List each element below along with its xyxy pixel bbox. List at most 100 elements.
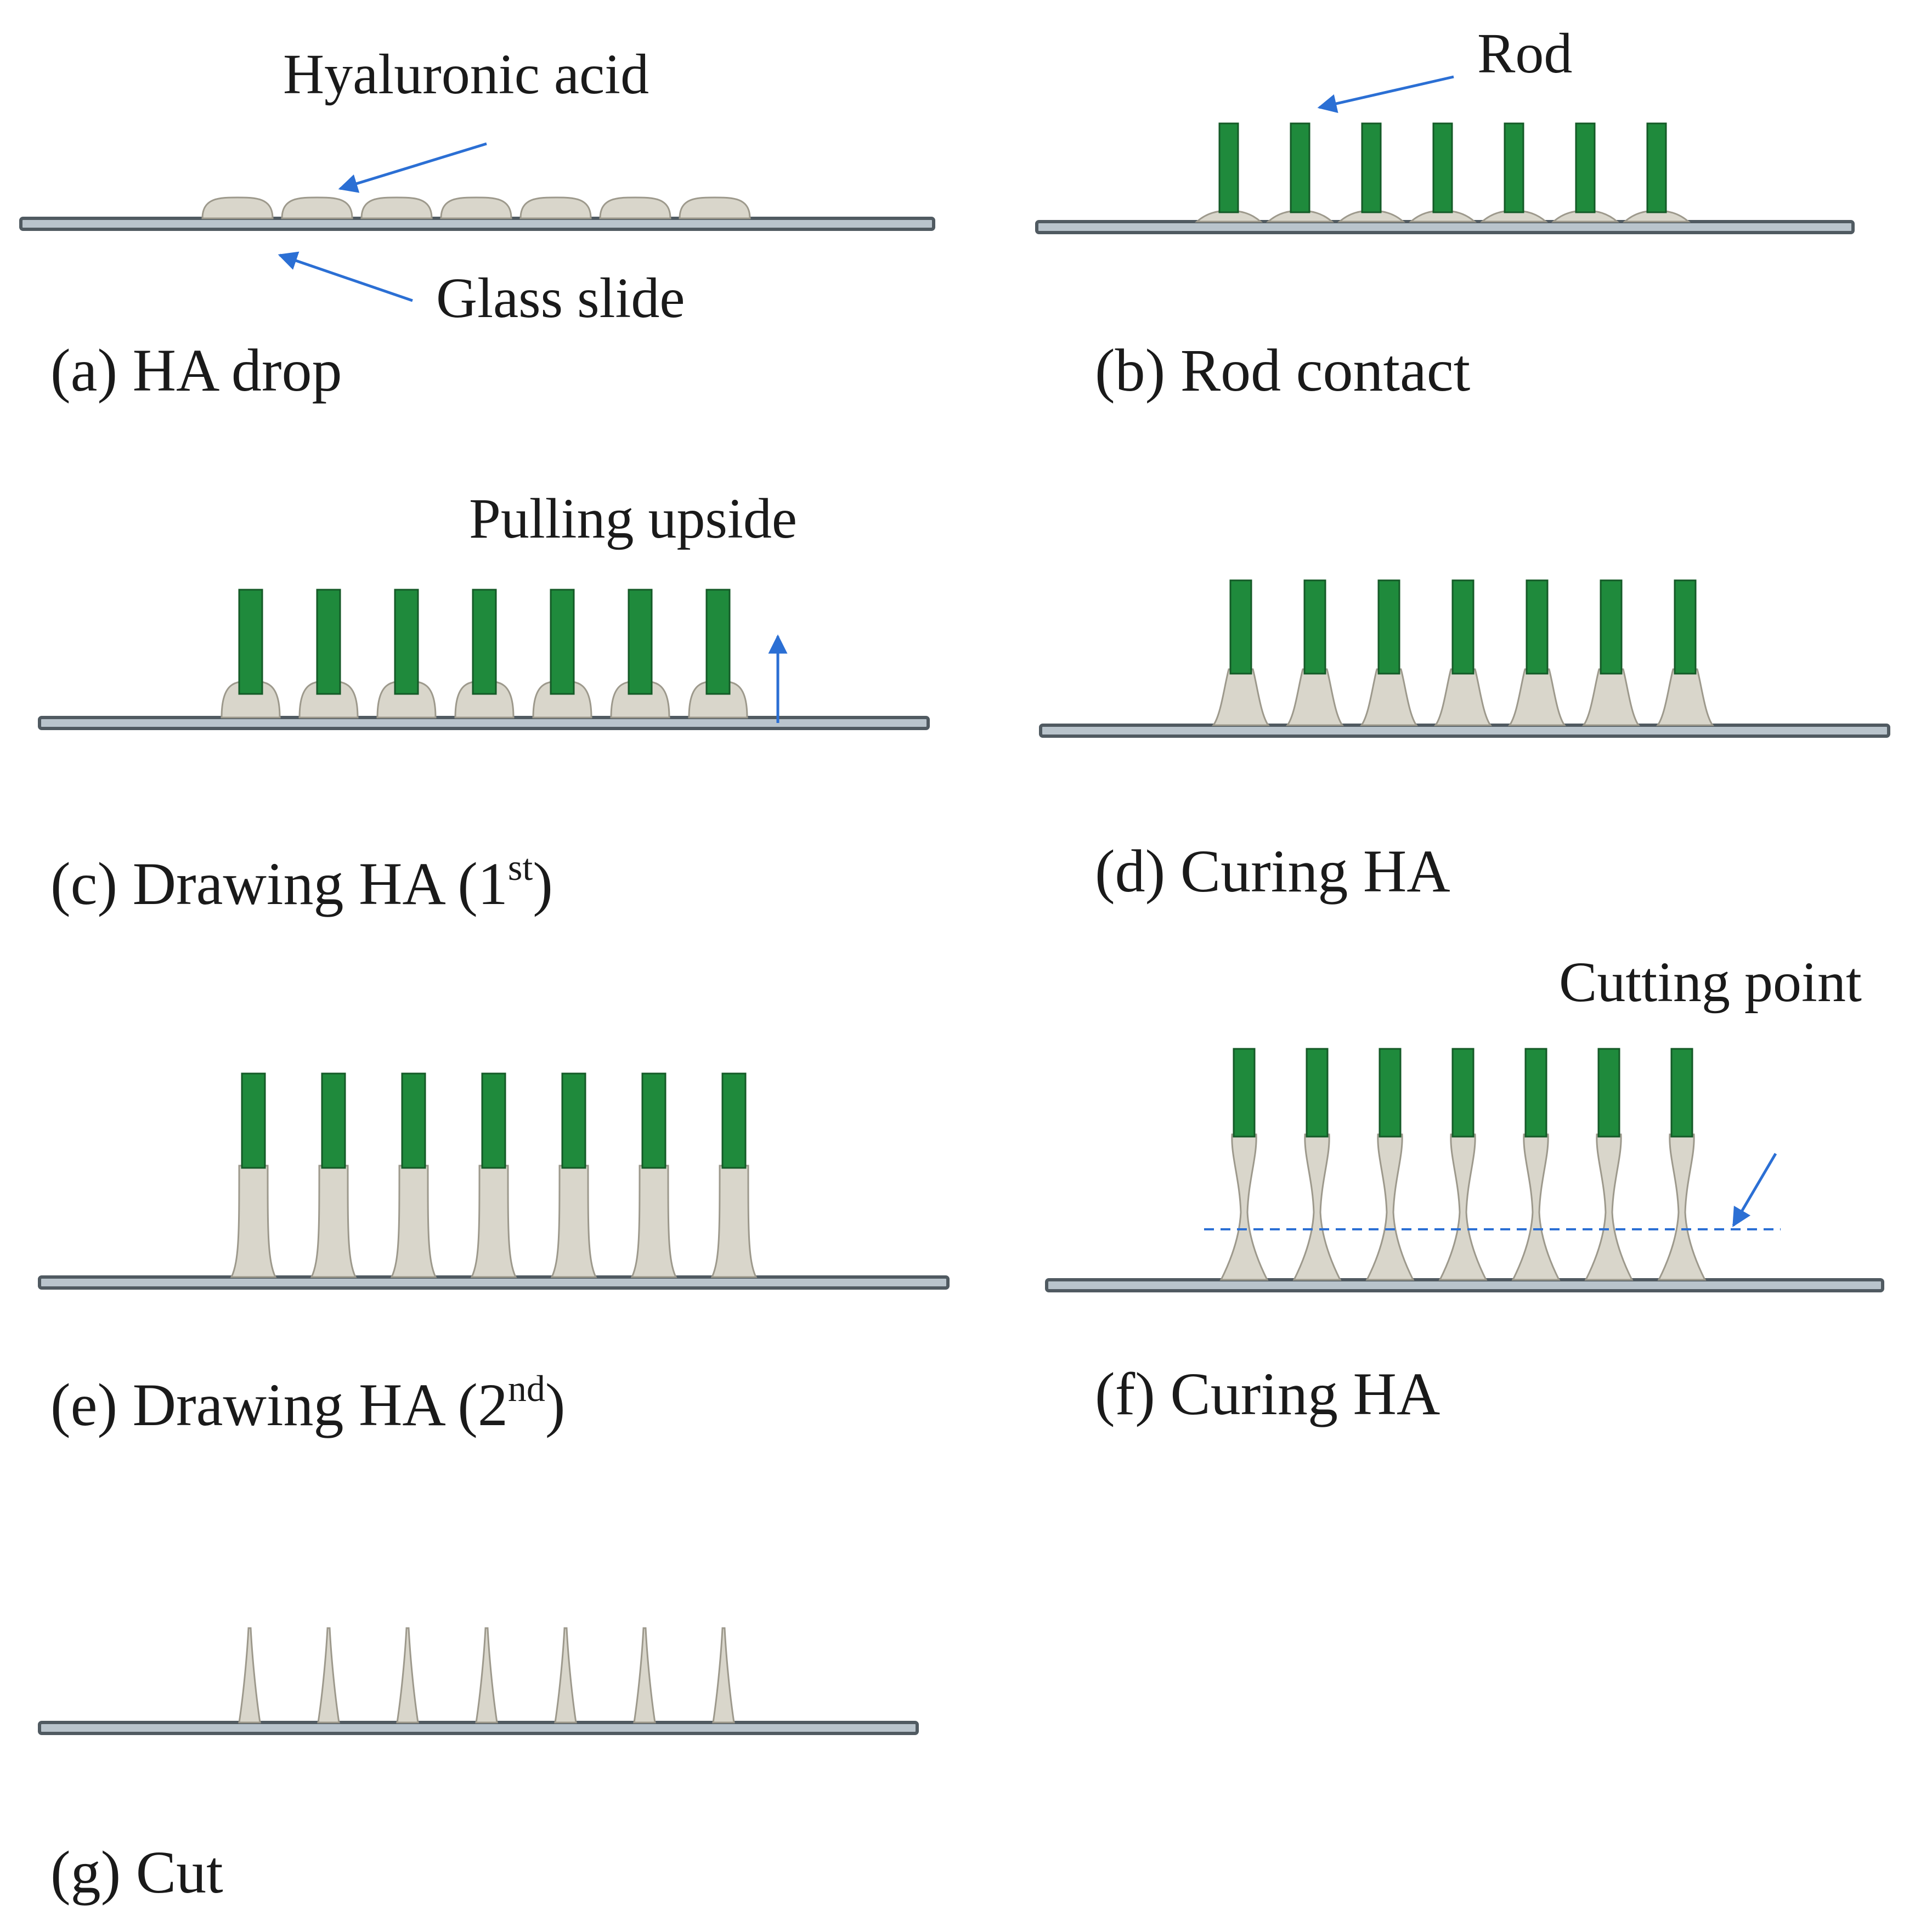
rod	[1379, 1048, 1402, 1138]
rods-with-ha	[221, 589, 748, 719]
rod	[1303, 579, 1326, 675]
panel-c-caption: (c) Drawing HA (1st)	[50, 846, 553, 917]
rod	[472, 589, 497, 695]
rod	[721, 1072, 747, 1169]
rod	[394, 589, 419, 695]
rod-arrow	[1317, 75, 1454, 114]
cutting-point-label: Cutting point	[1559, 951, 1862, 1014]
ha-drop	[599, 196, 671, 219]
rod	[1524, 1048, 1547, 1138]
ha-drop	[201, 196, 274, 219]
rod	[1646, 122, 1667, 213]
panel-a: Hyaluronic acid Glass slide (a) HA drop	[19, 43, 935, 404]
necked-ha	[1292, 1133, 1342, 1281]
panel-g-caption: (g) Cut	[50, 1839, 223, 1906]
necked-ha	[1657, 1133, 1707, 1281]
drawn-ha	[470, 1165, 517, 1278]
glass-slide	[38, 716, 930, 730]
panel-e-caption: (e) Drawing HA (2nd)	[50, 1368, 566, 1438]
rod	[1229, 579, 1252, 675]
drawn-ha	[1508, 668, 1566, 726]
rod-label: Rod	[1477, 22, 1572, 85]
caption-superscript: nd	[508, 1368, 545, 1409]
drawn-ha	[1286, 668, 1344, 726]
glass-slide	[38, 1721, 919, 1735]
rod	[561, 1072, 586, 1169]
rod	[321, 1072, 346, 1169]
caption-end: )	[545, 1371, 566, 1438]
drawn-ha	[1212, 668, 1270, 726]
drawn-ha	[630, 1165, 677, 1278]
panel-a-caption: (a) HA drop	[50, 337, 342, 404]
drawn-ha	[1360, 668, 1418, 726]
drawn-ha	[710, 1165, 758, 1278]
glass-slide-label: Glass slide	[436, 267, 685, 330]
rod	[1451, 579, 1475, 675]
panel-c: Pulling upside (c) Drawing HA (1st)	[38, 487, 930, 917]
glass-slide	[19, 217, 935, 231]
rod	[705, 589, 731, 695]
rod	[641, 1072, 666, 1169]
necked-ha	[1584, 1133, 1634, 1281]
ha-drop	[519, 196, 592, 219]
rod	[1451, 1048, 1475, 1138]
rod	[628, 589, 653, 695]
glass-slide	[1039, 724, 1890, 738]
rod	[1600, 579, 1623, 675]
microneedle	[396, 1627, 419, 1724]
ha-drop	[440, 196, 512, 219]
drawn-ha	[1434, 668, 1492, 726]
drawn-ha	[1582, 668, 1640, 726]
necked-ha	[1365, 1133, 1415, 1281]
rod	[241, 1072, 266, 1169]
glass-slide	[1035, 220, 1855, 234]
panel-b-caption: (b) Rod contact	[1095, 337, 1470, 404]
caption-superscript: st	[508, 846, 533, 888]
ha-drop	[679, 196, 751, 219]
rods-with-long-ha	[230, 1072, 758, 1278]
glass-slide-arrow	[278, 251, 413, 302]
drawn-ha	[230, 1165, 277, 1278]
rod	[1361, 122, 1382, 213]
glass-slide	[38, 1275, 950, 1290]
rod	[401, 1072, 426, 1169]
caption-main: (e) Drawing HA (2	[50, 1371, 508, 1438]
panel-f: Cutting point (f) Curing HA	[1045, 951, 1884, 1427]
rod	[550, 589, 575, 695]
rod	[1432, 122, 1453, 213]
rod	[238, 589, 263, 695]
hyaluronic-acid-arrow	[338, 142, 487, 193]
rod	[1290, 122, 1310, 213]
necked-ha	[1219, 1133, 1269, 1281]
drawn-ha	[550, 1165, 597, 1278]
panel-b: Rod (b) Rod contact	[1035, 22, 1855, 404]
panel-e: (e) Drawing HA (2nd)	[38, 1072, 950, 1438]
necked-ha	[1511, 1133, 1561, 1281]
caption-end: )	[533, 850, 553, 917]
pulling-upside-label: Pulling upside	[469, 487, 797, 550]
rod	[1597, 1048, 1620, 1138]
panel-d-caption: (d) Curing HA	[1095, 838, 1450, 905]
microneedle	[238, 1627, 261, 1724]
microneedle	[554, 1627, 577, 1724]
microneedles	[238, 1627, 735, 1724]
rod	[1674, 579, 1697, 675]
drawn-ha	[390, 1165, 437, 1278]
rod	[1233, 1048, 1256, 1138]
cutting-point-arrow	[1732, 1153, 1777, 1228]
necked-ha	[1438, 1133, 1488, 1281]
microneedle	[712, 1627, 735, 1724]
rod	[1526, 579, 1549, 675]
rods-with-necked-ha	[1219, 1048, 1707, 1281]
rod	[1218, 122, 1239, 213]
microneedle	[475, 1627, 498, 1724]
rods-on-drops	[1195, 122, 1691, 223]
panel-f-caption: (f) Curing HA	[1095, 1360, 1440, 1427]
drawn-ha	[310, 1165, 357, 1278]
glass-slide	[1045, 1278, 1884, 1292]
rod	[1504, 122, 1524, 213]
hyaluronic-acid-label: Hyaluronic acid	[283, 43, 649, 106]
drawn-ha	[1656, 668, 1714, 726]
rods-with-drawn-ha	[1212, 579, 1714, 726]
